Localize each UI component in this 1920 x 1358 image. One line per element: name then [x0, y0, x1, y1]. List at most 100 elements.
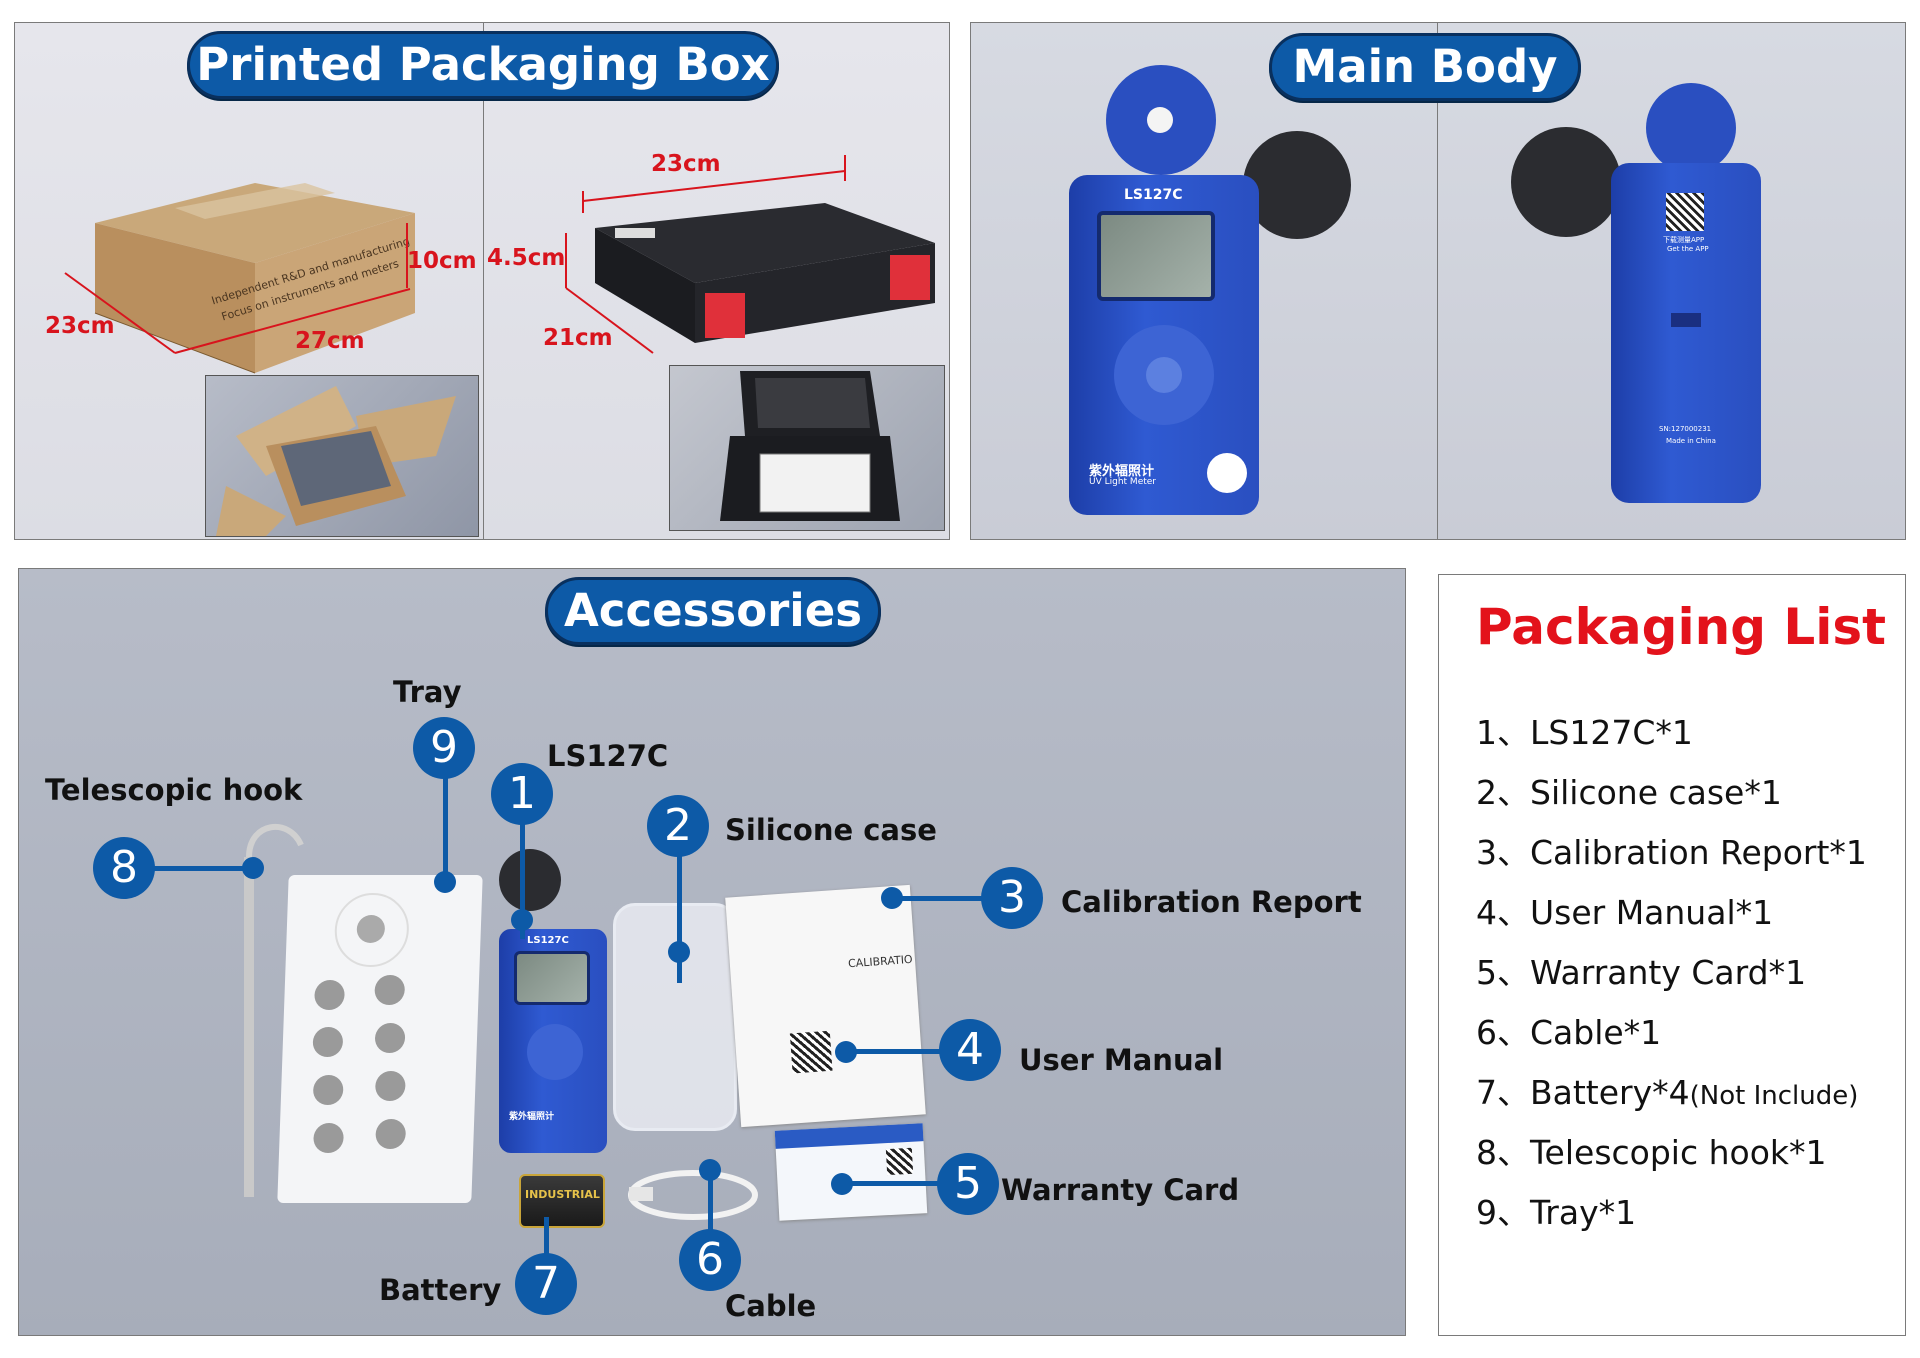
battery-latch [1671, 313, 1701, 327]
made-in-text: Made in China [1666, 437, 1716, 445]
ls127c-device-image: LS127C 紫外辐照计 [479, 849, 629, 1219]
label-silicone-case: Silicone case [725, 813, 937, 847]
qr-caption-cn: 下载测量APP [1663, 236, 1705, 244]
device-back-image: 下载测量APP Get the APP SN:127000231 Made in… [1511, 63, 1871, 533]
panel-divider [483, 23, 484, 539]
leader-dot-9 [434, 871, 456, 893]
leader-dot-2 [668, 941, 690, 963]
silicone-case-image [613, 903, 737, 1131]
carton-width-label: 27cm [295, 328, 365, 354]
accessories-title: Accessories [545, 577, 881, 645]
sensor-head [1646, 83, 1736, 173]
battery-image: INDUSTRIAL [519, 1174, 605, 1228]
cardboard-carton-image [94, 183, 415, 374]
open-case-inset [669, 365, 945, 531]
packaging-list-item: 7、Battery*4(Not Include) [1476, 1073, 1859, 1112]
leader-dot-8 [242, 857, 264, 879]
callout-number-6: 6 [679, 1229, 741, 1291]
qr-caption-en: Get the APP [1667, 245, 1709, 253]
callout-number-2: 2 [647, 795, 709, 857]
label-cable: Cable [725, 1289, 817, 1323]
label-ls127c: LS127C [547, 739, 669, 773]
device-cn-name: 紫外辐照计 [1089, 464, 1155, 479]
case-depth-label: 21cm [543, 325, 613, 351]
label-battery: Battery [379, 1273, 502, 1307]
report-heading: CALIBRATIO [847, 952, 914, 971]
leader-line-1 [520, 793, 525, 939]
callout-number-4: 4 [939, 1019, 1001, 1081]
main-body-panel: LS127C 紫外辐照计 UV Light Meter 下载测量APP Get … [970, 22, 1906, 540]
calibration-report-image: CALIBRATIO [725, 884, 926, 1128]
device-keypad [1114, 325, 1214, 425]
leader-line-8 [143, 866, 253, 871]
case-width-label: 23cm [651, 151, 721, 177]
device-model-text: LS127C [527, 935, 569, 946]
label-calibration-report: Calibration Report [1061, 885, 1362, 919]
device-model-text: LS127C [1124, 187, 1183, 203]
packaging-list-item: 2、Silicone case*1 [1476, 773, 1782, 812]
packaging-list-item: 4、User Manual*1 [1476, 893, 1774, 932]
packaging-list-title: Packaging List [1476, 598, 1887, 656]
leader-dot-4 [835, 1041, 857, 1063]
packaging-list-item: 8、Telescopic hook*1 [1476, 1133, 1827, 1172]
packaging-list-item: 1、LS127C*1 [1476, 713, 1693, 752]
device-cn-name: 紫外辐照计 [509, 1112, 555, 1122]
leader-dot-5 [831, 1173, 853, 1195]
accessories-panel: LS127C 紫外辐照计 CALIBRATIO INDUSTRIAL [18, 568, 1406, 1336]
sensor-window [1147, 107, 1173, 133]
label-tray: Tray [393, 675, 462, 709]
label-warranty-card: Warranty Card [1001, 1173, 1240, 1207]
carton-dimension-lines [64, 223, 411, 354]
label-user-manual: User Manual [1019, 1043, 1224, 1077]
packaging-box-panel: Independent R&D and manufacturing Focus … [14, 22, 950, 540]
leader-line-3 [887, 896, 1009, 901]
report-qr-code [789, 1030, 833, 1074]
device-en-name: UV Light Meter [1089, 477, 1156, 487]
packaging-box-title: Printed Packaging Box [187, 31, 779, 99]
leader-line-9 [443, 767, 448, 879]
open-carton-inset [205, 375, 479, 537]
leader-line-6 [708, 1167, 713, 1237]
leader-dot-3 [881, 887, 903, 909]
packaging-list-item: 9、Tray*1 [1476, 1193, 1637, 1232]
carton-depth-label: 23cm [45, 313, 115, 339]
packaging-list-item: 3、Calibration Report*1 [1476, 833, 1867, 872]
device-front-image: LS127C 紫外辐照计 UV Light Meter [1061, 55, 1361, 535]
packaging-list-item: 6、Cable*1 [1476, 1013, 1662, 1052]
leader-line-7 [544, 1217, 549, 1257]
label-telescopic-hook: Telescopic hook [45, 773, 303, 807]
callout-number-3: 3 [981, 867, 1043, 929]
callout-number-9: 9 [413, 717, 475, 779]
main-body-title: Main Body [1269, 33, 1581, 101]
packaging-list-item: 5、Warranty Card*1 [1476, 953, 1807, 992]
battery-brand: INDUSTRIAL [525, 1188, 600, 1201]
usb-cable-image [628, 1170, 758, 1220]
leader-line-4 [843, 1049, 963, 1054]
callout-number-5: 5 [937, 1153, 999, 1215]
brand-logo [1207, 453, 1247, 493]
leader-line-2 [677, 831, 682, 983]
black-carry-case-image [595, 203, 935, 343]
qr-code [1666, 193, 1704, 231]
panel-divider [1437, 23, 1438, 539]
leader-dot-6 [699, 1159, 721, 1181]
callout-number-8: 8 [93, 837, 155, 899]
device-lcd-screen [1097, 211, 1215, 301]
sensor-cap [1243, 131, 1351, 239]
telescopic-hook-image [244, 823, 304, 1197]
case-dimension-lines [565, 155, 846, 354]
case-height-label: 4.5cm [487, 245, 566, 271]
leader-line-5 [839, 1181, 961, 1186]
leader-dot-1 [511, 909, 533, 931]
device-front-body: LS127C 紫外辐照计 UV Light Meter [1069, 175, 1259, 515]
serial-number: SN:127000231 [1659, 425, 1712, 433]
tray-image [277, 875, 483, 1203]
callout-number-1: 1 [491, 763, 553, 825]
not-included-note: (Not Include) [1689, 1081, 1859, 1111]
carton-height-label: 10cm [407, 248, 477, 274]
callout-number-7: 7 [515, 1253, 577, 1315]
warranty-card-image [774, 1123, 928, 1221]
device-back-body: 下载测量APP Get the APP SN:127000231 Made in… [1611, 163, 1761, 503]
sensor-cap [1511, 127, 1621, 237]
packaging-list-panel [1438, 574, 1906, 1336]
